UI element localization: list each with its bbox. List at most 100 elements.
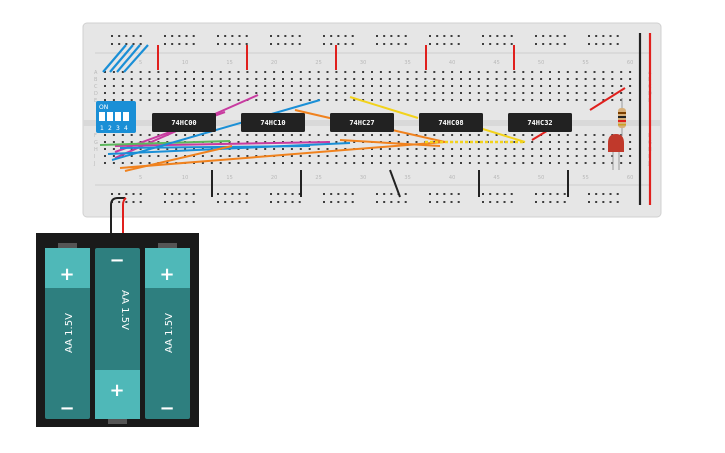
row-letter: J (93, 161, 95, 167)
battery-black-lead[interactable] (110, 197, 125, 236)
breadboard-hole (371, 85, 373, 87)
dip-number: 4 (124, 125, 128, 132)
breadboard-hole (299, 85, 302, 87)
breadboard-hole (344, 78, 347, 80)
chip[interactable]: 74HC32 (508, 113, 572, 132)
breadboard-hole (175, 85, 178, 87)
breadboard-hole (277, 193, 280, 195)
breadboard-hole (337, 35, 340, 37)
breadboard-hole (531, 71, 534, 73)
blue-wire[interactable] (119, 145, 311, 149)
breadboard-hole (556, 35, 559, 37)
breadboard-hole (575, 99, 578, 101)
breadboard-hole (602, 201, 605, 203)
breadboard-hole (415, 99, 418, 101)
yellow-wire[interactable] (349, 96, 419, 119)
breadboard-hole (317, 134, 320, 136)
breadboard-hole (130, 92, 133, 94)
battery-cell[interactable]: − AA 1.5V + (95, 248, 140, 424)
chip-body (152, 113, 216, 132)
breadboard-hole (299, 148, 302, 150)
breadboard-hole (193, 78, 195, 80)
battery-terminal (108, 419, 127, 424)
breadboard-hole (495, 134, 498, 136)
breadboard-hole (433, 148, 436, 150)
red-wire[interactable] (589, 87, 626, 111)
breadboard-hole (540, 78, 543, 80)
breadboard-hole (184, 85, 187, 87)
breadboard-hole (166, 155, 169, 157)
orange-wire[interactable] (339, 139, 441, 147)
battery-cell[interactable]: + AA 1.5V − (145, 243, 190, 419)
breadboard-hole (264, 78, 267, 80)
breadboard-hole (397, 99, 400, 101)
breadboard-hole (535, 201, 537, 203)
row-letter: F (94, 133, 97, 139)
battery-red-lead[interactable] (122, 197, 127, 236)
breadboard-hole (535, 35, 537, 37)
chip[interactable]: 74HC00 (152, 113, 216, 132)
breadboard-hole (397, 162, 400, 164)
breadboard-hole (566, 148, 569, 150)
breadboard-hole (602, 78, 605, 80)
blue-wire[interactable] (107, 142, 351, 155)
breadboard-hole (588, 35, 590, 37)
breadboard-hole (415, 141, 418, 143)
green-wire[interactable] (99, 140, 231, 146)
blue-wire[interactable] (102, 44, 127, 73)
breadboard-hole (460, 85, 462, 87)
led[interactable] (608, 134, 624, 170)
breadboard-hole (277, 201, 280, 203)
column-number: 45 (493, 60, 499, 66)
dip-switch[interactable]: ON 1 2 3 4 (96, 101, 136, 133)
breadboard-hole (335, 134, 338, 136)
breadboard-hole (290, 92, 293, 94)
chip-label: 74HC10 (260, 119, 285, 127)
dip-toggle[interactable] (107, 112, 113, 121)
breadboard-hole (210, 99, 213, 101)
dip-toggle[interactable] (99, 112, 105, 121)
battery-cell[interactable]: + AA 1.5V − (45, 243, 90, 419)
breadboard-hole (164, 43, 166, 45)
column-number: 60 (627, 175, 633, 181)
breadboard-hole (397, 148, 400, 150)
breadboard-hole (201, 78, 204, 80)
row-letter: I (648, 154, 649, 160)
breadboard-hole (376, 43, 378, 45)
breadboard-hole (130, 155, 133, 157)
breadboard-hole (255, 99, 258, 101)
breadboard-hole (602, 141, 605, 143)
breadboard-hole (503, 35, 506, 37)
breadboard-hole (118, 193, 121, 195)
magenta-wire[interactable] (114, 141, 331, 147)
breadboard-hole (563, 193, 566, 195)
breadboard-hole (317, 155, 320, 157)
breadboard-hole (192, 201, 195, 203)
breadboard-hole (139, 92, 142, 94)
breadboard-hole (175, 71, 178, 73)
dip-toggle[interactable] (123, 112, 129, 121)
chip[interactable]: 74HC08 (419, 113, 483, 132)
breadboard-hole (228, 71, 231, 73)
black-wire[interactable] (389, 169, 401, 198)
breadboard-hole (575, 92, 578, 94)
chip[interactable]: 74HC10 (241, 113, 305, 132)
breadboard-hole (164, 193, 166, 195)
breadboard-hole (290, 134, 293, 136)
breadboard-hole (549, 78, 551, 80)
chip[interactable]: 74HC27 (330, 113, 394, 132)
breadboard-hole (291, 43, 294, 45)
breadboard-hole (397, 71, 400, 73)
breadboard-hole (201, 71, 204, 73)
breadboard-hole (291, 201, 294, 203)
blue-wire[interactable] (123, 44, 149, 73)
breadboard-hole (192, 35, 195, 37)
breadboard-hole (362, 71, 365, 73)
orange-wire[interactable] (119, 141, 446, 169)
breadboard-hole (255, 162, 258, 164)
blue-wire[interactable] (109, 44, 134, 73)
blue-wire[interactable] (116, 44, 141, 73)
dip-toggle[interactable] (115, 112, 121, 121)
orange-wire[interactable] (124, 145, 233, 172)
resistor[interactable] (618, 98, 626, 136)
